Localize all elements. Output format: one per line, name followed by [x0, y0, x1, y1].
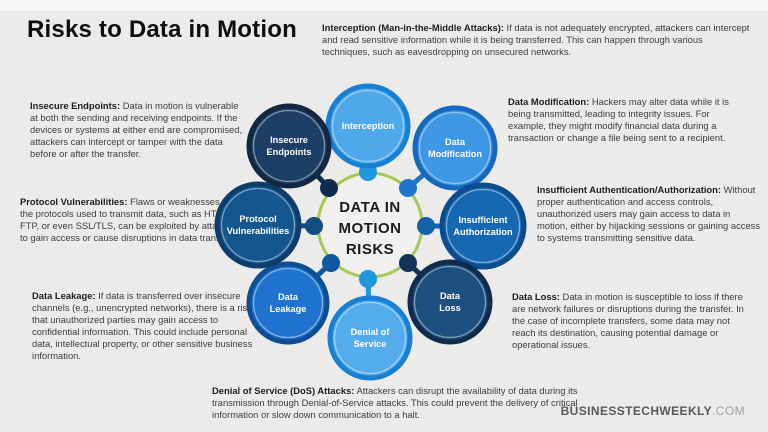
node-circle-data-leakage: [246, 261, 330, 345]
brand-logo: BUSINESSTECHWEEKLY.COM: [561, 404, 745, 418]
connector-dot-denial-of-service: [359, 270, 377, 288]
node-inner-ring-data-loss: [413, 265, 487, 339]
denial-of-service-lead: Denial of Service (DoS) Attacks:: [212, 385, 355, 396]
node-circle-interception: [325, 83, 411, 169]
brand-name: BUSINESSTECHWEEKLY: [560, 404, 713, 418]
data-loss-body: Data in motion is susceptible to loss if…: [512, 291, 744, 351]
page-title: Risks to Data in Motion: [27, 16, 297, 43]
node-circle-data-modification: [412, 105, 498, 191]
text-block-denial-of-service: Denial of Service (DoS) Attacks: Attacke…: [212, 385, 596, 421]
interception-body: If data is not adequately encrypted, att…: [322, 22, 750, 58]
text-block-protocol-vulnerabilities: Protocol Vulnerabilities: Flaws or weakn…: [20, 196, 240, 244]
node-inner-ring-data-leakage: [252, 267, 324, 339]
text-block-interception: Interception (Man-in-the-Middle Attacks)…: [322, 22, 750, 58]
brand-suffix: .COM: [712, 404, 745, 418]
text-block-insufficient-authorization: Insufficient Authentication/Authorizatio…: [537, 184, 763, 244]
top-band: [0, 0, 768, 11]
node-label-interception: Interception: [342, 121, 395, 131]
connector-dot-insecure-endpoints: [320, 179, 338, 197]
node-inner-ring-insufficient-authorization: [445, 188, 521, 264]
connector-dot-data-modification: [399, 179, 417, 197]
node-circle-denial-of-service: [327, 295, 413, 381]
node-inner-ring-interception: [331, 89, 405, 163]
text-block-insecure-endpoints: Insecure Endpoints: Data in motion is vu…: [30, 100, 244, 160]
protocol-vulnerabilities-lead: Protocol Vulnerabilities:: [20, 196, 128, 207]
connector-dot-protocol-vulnerabilities: [305, 217, 323, 235]
node-inner-ring-denial-of-service: [333, 301, 407, 375]
node-inner-ring-data-modification: [418, 111, 492, 185]
insecure-endpoints-body: Data in motion is vulnerable at both the…: [30, 100, 243, 160]
data-modification-body: Hackers may alter data while it is being…: [508, 96, 729, 144]
insufficient-authorization-body: Without proper authentication and access…: [537, 184, 761, 244]
text-block-data-modification: Data Modification: Hackers may alter dat…: [508, 96, 750, 144]
node-circle-data-loss: [407, 259, 493, 345]
data-loss-lead: Data Loss:: [512, 291, 560, 302]
node-circle-insecure-endpoints: [246, 103, 332, 189]
text-block-data-loss: Data Loss: Data in motion is susceptible…: [512, 291, 754, 351]
connector-dot-insufficient-authorization: [417, 217, 435, 235]
denial-of-service-body: Attackers can disrupt the availability o…: [212, 385, 578, 421]
node-inner-ring-protocol-vulnerabilities: [220, 187, 296, 263]
data-leakage-body: If data is transferred over insecure cha…: [32, 290, 253, 362]
data-modification-lead: Data Modification:: [508, 96, 590, 107]
data-leakage-lead: Data Leakage:: [32, 290, 96, 301]
insufficient-authorization-lead: Insufficient Authentication/Authorizatio…: [537, 184, 722, 195]
node-circle-insufficient-authorization: [439, 182, 527, 270]
protocol-vulnerabilities-body: Flaws or weaknesses in the protocols use…: [20, 196, 240, 244]
insecure-endpoints-lead: Insecure Endpoints:: [30, 100, 121, 111]
text-block-data-leakage: Data Leakage: If data is transferred ove…: [32, 290, 256, 362]
node-inner-ring-insecure-endpoints: [252, 109, 326, 183]
connector-dot-data-leakage: [322, 254, 340, 272]
connector-dot-data-loss: [399, 254, 417, 272]
interception-lead: Interception (Man-in-the-Middle Attacks)…: [322, 22, 504, 33]
node-circle-protocol-vulnerabilities: [214, 181, 302, 269]
